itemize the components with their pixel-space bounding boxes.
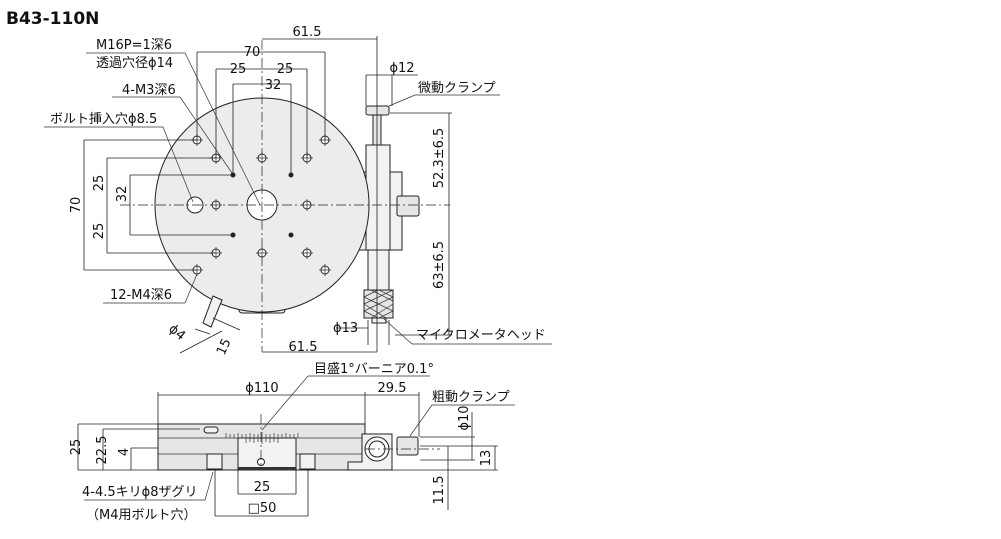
- counterbore-left: [206, 453, 223, 470]
- label-bolt-hole: ボルト挿入穴ϕ8.5: [50, 112, 157, 127]
- dim-22-5: 22.5: [95, 436, 110, 465]
- lock-pin: [202, 295, 223, 328]
- dim-63: 63±6.5: [432, 241, 447, 289]
- dim-52-3: 52.3±6.5: [432, 128, 447, 189]
- label-m16: M16P=1深6: [96, 38, 172, 53]
- dim-25-left-2: 25: [92, 223, 107, 240]
- dim-29-5: 29.5: [378, 381, 407, 396]
- fine-clamp-knob: [365, 105, 390, 116]
- label-scale-vernier: 目盛1°バーニア0.1°: [314, 362, 434, 377]
- dim-phi13: ϕ13: [333, 321, 358, 336]
- graduation-scale: [225, 432, 299, 444]
- label-through-hole: 透過穴径ϕ14: [96, 56, 173, 71]
- dim-phi12: ϕ12: [389, 61, 414, 76]
- dim-25-width: 25: [254, 480, 271, 495]
- label-m4: 12-M4深6: [110, 288, 172, 303]
- dim-32-left: 32: [115, 186, 130, 203]
- dim-square-50: □50: [248, 501, 277, 516]
- coarse-clamp-knob: [396, 436, 419, 456]
- dim-11-5: 11.5: [432, 476, 447, 505]
- dim-25-left-1: 25: [92, 175, 107, 192]
- dim-61-5-top: 61.5: [293, 25, 322, 40]
- dim-70-left: 70: [69, 197, 84, 214]
- dim-70-top: 70: [244, 45, 261, 60]
- dim-phi110: ϕ110: [245, 381, 278, 396]
- dim-phi4: ϕ4: [165, 322, 188, 344]
- center-block: [237, 437, 297, 470]
- micrometer-sleeve: [367, 249, 390, 291]
- micrometer-body: [365, 144, 391, 251]
- label-coarse-clamp: 粗動クランプ: [432, 390, 510, 405]
- counterbore-right: [299, 453, 316, 470]
- side-knob: [396, 195, 420, 217]
- dim-25-top-left: 25: [230, 62, 247, 77]
- dim-61-5-bottom: 61.5: [289, 340, 318, 355]
- dim-phi10: ϕ10: [457, 405, 472, 430]
- dim-13: 13: [479, 450, 494, 467]
- lock-pin-side: [203, 426, 219, 434]
- m4-holes: [191, 134, 331, 276]
- label-fine-clamp: 微動クランプ: [418, 81, 496, 96]
- dim-25-top-right: 25: [277, 62, 294, 77]
- label-counterbore: 4-4.5キリϕ8ザグリ: [82, 485, 197, 500]
- label-m3: 4-M3深6: [122, 83, 176, 98]
- label-micrometer-head: マイクロメータヘッド: [416, 328, 546, 343]
- dim-4: 4: [117, 448, 132, 456]
- dim-25-height: 25: [69, 439, 84, 456]
- model-title: B43-110N: [6, 9, 99, 29]
- side-view: 目盛1°バーニア0.1° ϕ110 29.5 粗動クランプ ϕ10 25 22.…: [69, 362, 515, 523]
- dim-15: 15: [214, 336, 235, 357]
- top-view: 61.5 70 25 25 32 ϕ12 M16P=1深6 透過穴径ϕ14 4-…: [44, 25, 552, 358]
- label-counterbore-note: （M4用ボルト穴）: [86, 508, 197, 523]
- dim-32-top: 32: [265, 78, 282, 93]
